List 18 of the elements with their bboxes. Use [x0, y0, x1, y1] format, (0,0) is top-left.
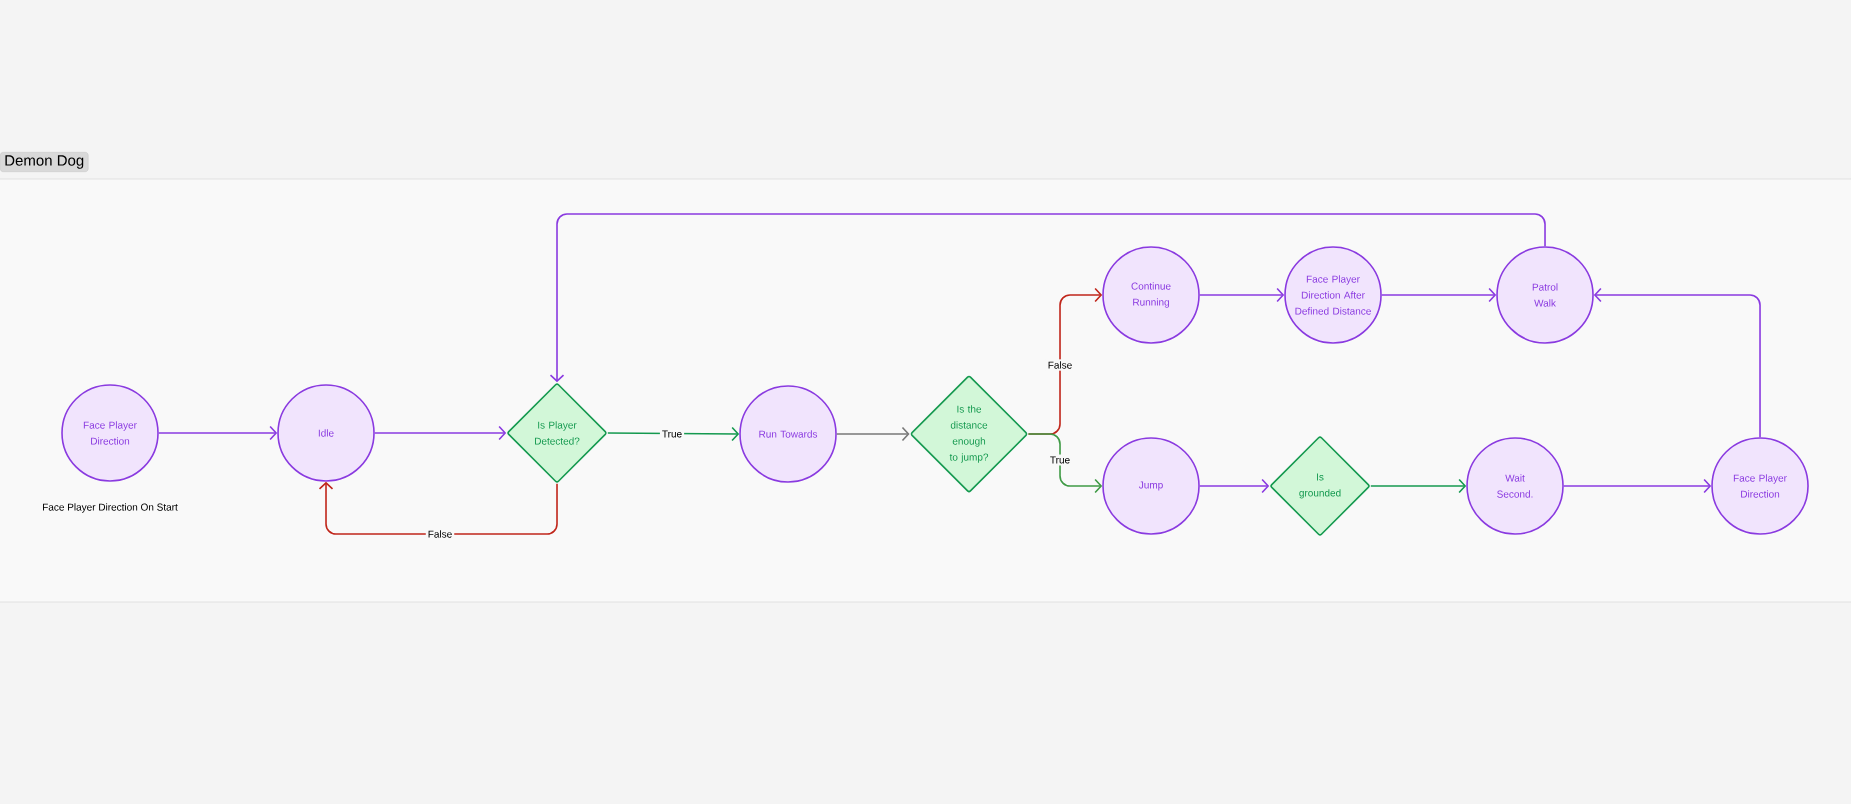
- arrow: [318, 481, 558, 535]
- arrow: [1370, 478, 1467, 494]
- arrow: [549, 213, 1546, 383]
- arrow: [836, 426, 910, 442]
- arrow: [1199, 287, 1285, 303]
- node-caption: Face Player Direction On Start: [43, 503, 178, 513]
- arrow: [1381, 287, 1497, 303]
- arrow: [1563, 478, 1712, 494]
- edge-label: True: [1047, 454, 1073, 466]
- arrow: [374, 425, 507, 441]
- edge-label: False: [425, 528, 455, 540]
- edge-label: False: [1045, 359, 1075, 371]
- arrow: [1027, 433, 1103, 494]
- arrow: [1593, 287, 1761, 438]
- edge-label: True: [659, 428, 685, 440]
- arrow: [158, 425, 278, 441]
- title-tab: Demon Dog: [0, 152, 89, 172]
- arrow: [1199, 478, 1270, 494]
